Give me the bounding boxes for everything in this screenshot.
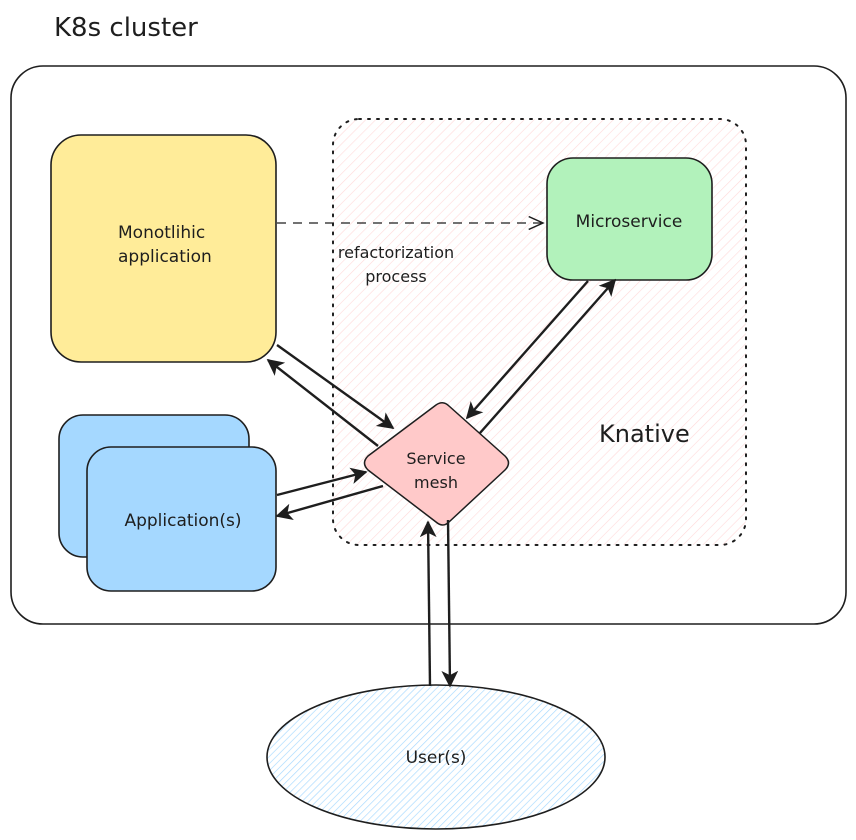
edge-monolith-to-mesh[interactable] <box>276 344 395 429</box>
edge-users-to-mesh[interactable] <box>419 520 437 687</box>
microservice-label: Microservice <box>576 212 683 232</box>
users-label: User(s) <box>406 748 467 768</box>
applications-node[interactable]: Application(s) <box>58 414 277 592</box>
users-node[interactable]: User(s) <box>266 684 606 830</box>
edge-mesh-to-users[interactable] <box>441 519 459 688</box>
monolith-label-line1: Monotlihic <box>118 223 205 243</box>
edge-mesh-to-microservice[interactable] <box>479 278 617 434</box>
cluster-title: K8s cluster <box>54 13 198 43</box>
applications-label: Application(s) <box>124 511 241 531</box>
edge-applications-to-mesh[interactable] <box>276 467 368 497</box>
service-mesh-label-line2: mesh <box>414 473 458 492</box>
service-mesh-node[interactable]: Service mesh <box>363 402 510 526</box>
edge-microservice-to-mesh[interactable] <box>465 280 589 420</box>
edge-mesh-to-monolith[interactable] <box>266 358 379 447</box>
refactor-label-line1: refactorization <box>338 243 454 262</box>
edge-mesh-to-applications[interactable] <box>275 484 384 520</box>
refactor-label-line2: process <box>365 267 426 286</box>
service-mesh-label-line1: Service <box>406 449 465 468</box>
monolith-label-line2: application <box>118 247 212 267</box>
knative-label: Knative <box>599 420 690 448</box>
monolithic-application-node[interactable]: Monotlihic application <box>50 134 277 363</box>
microservice-node[interactable]: Microservice <box>546 157 713 281</box>
